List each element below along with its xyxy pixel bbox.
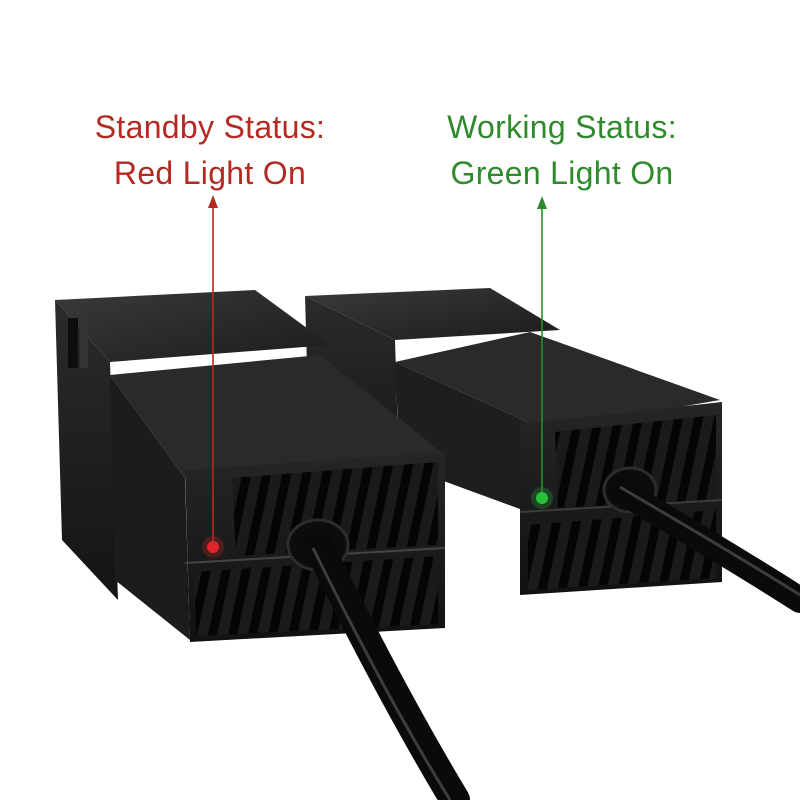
standby-status-detail: Red Light On <box>113 155 307 191</box>
green-status-led <box>536 492 548 504</box>
power-brick-right <box>305 288 800 613</box>
working-status-caption: Working Status: Green Light On <box>412 104 712 196</box>
standby-status-caption: Standby Status: Red Light On <box>60 104 360 196</box>
standby-arrow <box>208 195 218 541</box>
working-status-title: Working Status: <box>447 109 677 145</box>
standby-status-title: Standby Status: <box>94 109 326 145</box>
working-arrow <box>537 196 547 492</box>
power-brick-left <box>55 290 470 800</box>
working-status-detail: Green Light On <box>450 155 674 191</box>
red-status-led <box>207 541 219 553</box>
